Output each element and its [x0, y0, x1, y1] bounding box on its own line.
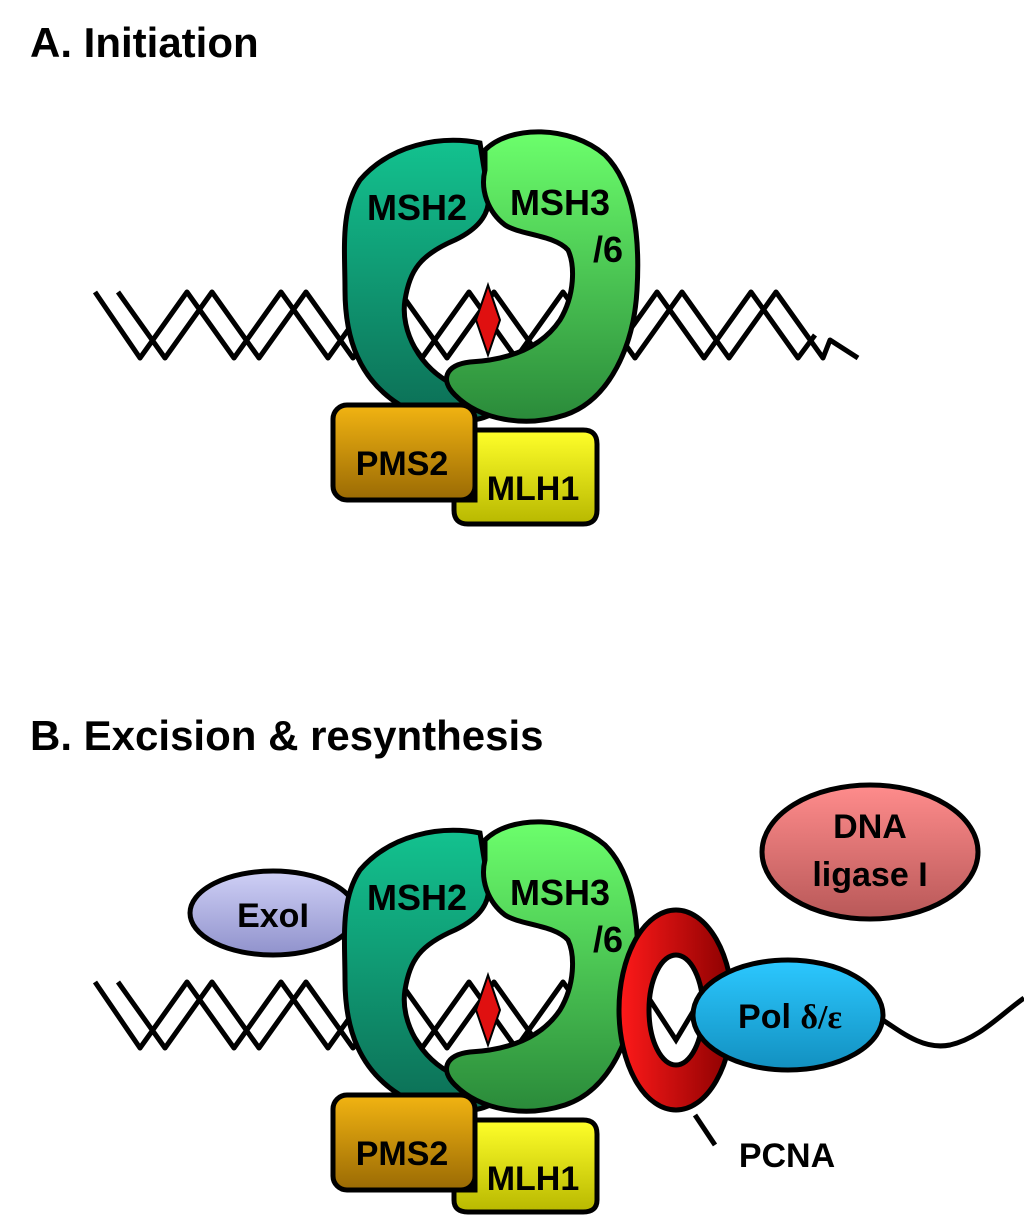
exo1-label: ExoI [237, 897, 309, 935]
pcna-pointer [692, 1113, 718, 1147]
msh3-6-protein-b [444, 819, 641, 1114]
dna-ligase-label-line2: ligase I [812, 856, 927, 894]
msh3-label-line1: MSH3 [510, 182, 610, 223]
msh3-6-protein [444, 129, 641, 424]
dna-ligase-label-line1: DNA [833, 808, 907, 846]
pcna-label: PCNA [739, 1137, 835, 1175]
pms2-label: PMS2 [356, 445, 449, 483]
msh3-label-b-line1: MSH3 [510, 872, 610, 913]
pol-protein [690, 957, 886, 1073]
mlh1-box-b [451, 1117, 600, 1215]
dna-ligase-protein [759, 782, 981, 922]
mismatch-diamond-b [474, 971, 502, 1049]
msh3-label-b-line2: /6 [593, 919, 623, 960]
dna-helix [92, 289, 860, 361]
pol-label-prefix: Pol [738, 998, 800, 1036]
panel-a: MSH2 MSH3 /6 PMS2 MLH1 [92, 129, 860, 527]
panel-a-title: A. Initiation [30, 19, 259, 66]
pms2-label-b: PMS2 [356, 1135, 449, 1173]
mlh1-box [451, 427, 600, 527]
mismatch-diamond [474, 281, 502, 359]
msh2-label: MSH2 [367, 187, 467, 228]
msh2-label-b: MSH2 [367, 877, 467, 918]
msh3-label-line2: /6 [593, 229, 623, 270]
dna-strand-1 [92, 289, 818, 361]
dna-single-strand [878, 995, 1024, 1049]
mlh1-label: MLH1 [487, 470, 580, 508]
pol-label: Pol δ/ε [738, 998, 842, 1036]
mlh1-label-b: MLH1 [487, 1160, 580, 1198]
pol-label-greek: δ/ε [800, 999, 842, 1036]
panel-b: ExoI MSH2 MSH3 /6 DNA ligase I Pol δ/ε P… [92, 782, 1024, 1215]
pcna-ring [616, 907, 736, 1113]
panel-b-title: B. Excision & resynthesis [30, 712, 544, 759]
dna-strand-2 [115, 289, 860, 361]
